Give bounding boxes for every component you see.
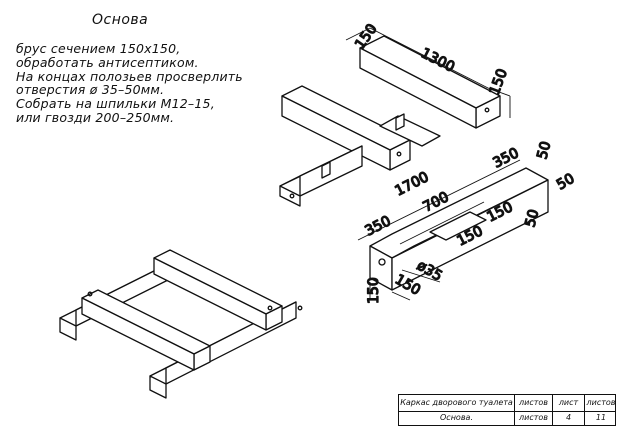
dim-depth-lower: 50 bbox=[522, 208, 542, 229]
note-line: На концах полозьев просверлить bbox=[16, 68, 243, 84]
sheet-number: 4 bbox=[553, 410, 585, 426]
note-line: обработать антисептиком. bbox=[16, 54, 199, 70]
top-beam-dim-lines bbox=[345, 27, 511, 118]
note-line: брус сечением 150х150, bbox=[16, 41, 181, 56]
middle-frame bbox=[279, 85, 441, 207]
dim-section-height: 150 bbox=[366, 277, 382, 304]
runner-dim-lines bbox=[357, 159, 521, 301]
project-name: Каркас дворового туалета bbox=[399, 395, 515, 411]
header-col-b: лист bbox=[553, 395, 585, 411]
note-line: или гвозди 200–250мм. bbox=[16, 109, 175, 125]
title-block-row: Основа. листов 4 11 bbox=[399, 410, 615, 426]
dim-runner-end-right: 350 bbox=[491, 145, 522, 171]
assembled-base bbox=[59, 249, 303, 399]
sheet-total: 11 bbox=[595, 413, 607, 422]
dim-depth-right: 50 bbox=[534, 140, 554, 161]
row-col-a: листов bbox=[515, 410, 553, 426]
header-col-c: листов bbox=[586, 398, 616, 407]
runner-detail bbox=[369, 167, 549, 291]
header-col-a: листов bbox=[515, 395, 553, 411]
dim-runner-length: 1700 bbox=[393, 169, 432, 199]
title-block: Каркас дворового туалета листов лист лис… bbox=[398, 394, 616, 426]
sheet-title: Основа bbox=[92, 12, 149, 28]
assembly-notes: брус сечением 150х150, обработать антисе… bbox=[16, 42, 243, 125]
sheet-name: Основа. bbox=[399, 410, 515, 426]
top-crossbeam bbox=[359, 35, 501, 129]
note-line: отверстия ø 35–50мм. bbox=[16, 82, 165, 98]
title-block-header: Каркас дворового туалета листов лист лис… bbox=[399, 395, 615, 412]
dim-top-beam-height: 150 bbox=[487, 67, 511, 98]
note-line: Собрать на шпильки М12–15, bbox=[16, 96, 215, 112]
dim-depth-right-2: 50 bbox=[554, 171, 577, 194]
